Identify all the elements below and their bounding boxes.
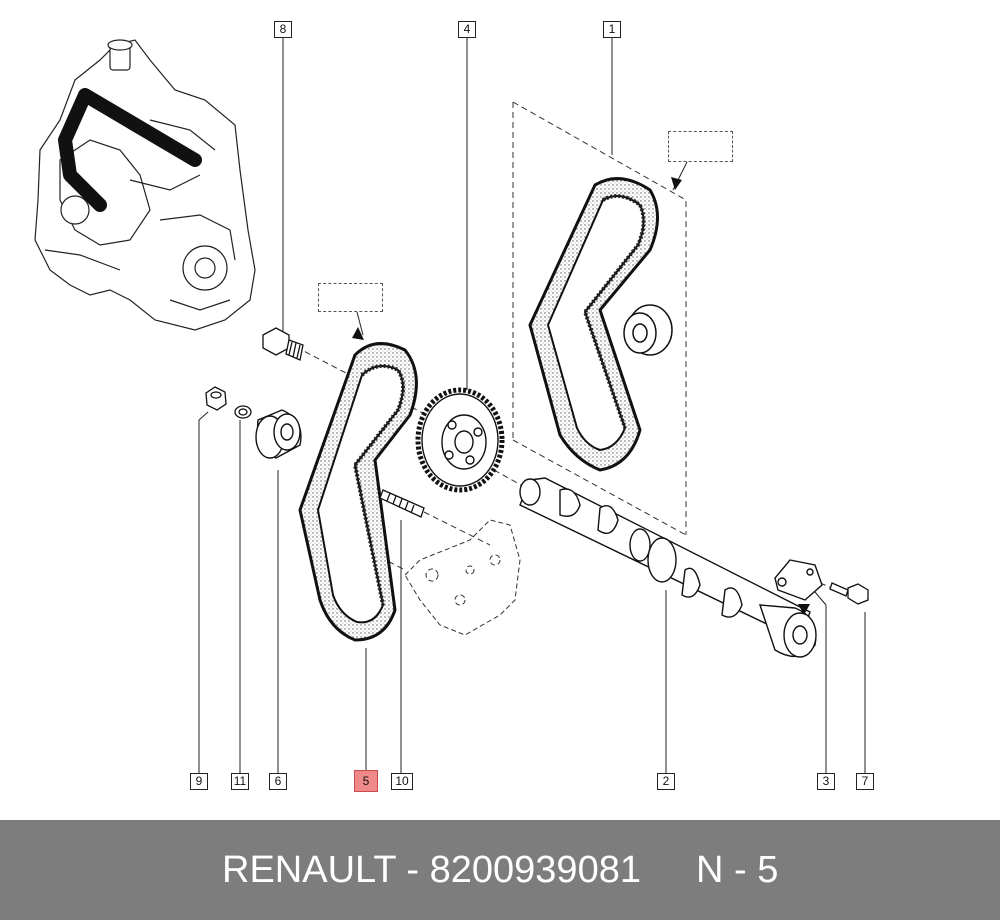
callout-3[interactable]: 3	[817, 773, 835, 790]
camshaft	[519, 477, 817, 658]
timing-belt-kit	[528, 177, 673, 472]
footer-bar: RENAULT - 8200939081 N - 5	[0, 820, 1000, 920]
leader-lines	[198, 38, 866, 773]
bracket-bolt	[829, 582, 869, 605]
callout-1[interactable]: 1	[603, 21, 621, 38]
callout-8[interactable]: 8	[274, 21, 292, 38]
callout-10[interactable]: 10	[391, 773, 413, 790]
timing-belt	[298, 342, 418, 642]
arrow-marks	[352, 177, 810, 615]
footer-reference: N - 5	[696, 849, 779, 891]
sensor-bracket	[774, 559, 823, 601]
callout-7[interactable]: 7	[856, 773, 874, 790]
callout-5-highlighted[interactable]: 5	[354, 770, 378, 792]
washer	[234, 405, 252, 419]
exploded-parts-diagram	[34, 38, 869, 773]
engine-overview	[34, 39, 256, 331]
callout-4[interactable]: 4	[458, 21, 476, 38]
tensioner-pulley	[255, 409, 302, 459]
nut	[205, 386, 227, 411]
callout-6[interactable]: 6	[269, 773, 287, 790]
callout-9[interactable]: 9	[190, 773, 208, 790]
footer-brand-part-number: RENAULT - 8200939081	[222, 849, 641, 891]
camshaft-sprocket	[415, 387, 505, 493]
callout-11[interactable]: 11	[231, 773, 249, 790]
stud	[379, 489, 425, 518]
dashed-label-box-belt	[318, 283, 383, 312]
bolt	[262, 327, 304, 361]
callout-2[interactable]: 2	[657, 773, 675, 790]
cylinder-head-outline	[404, 519, 521, 636]
dashed-label-box-kit	[668, 131, 733, 162]
